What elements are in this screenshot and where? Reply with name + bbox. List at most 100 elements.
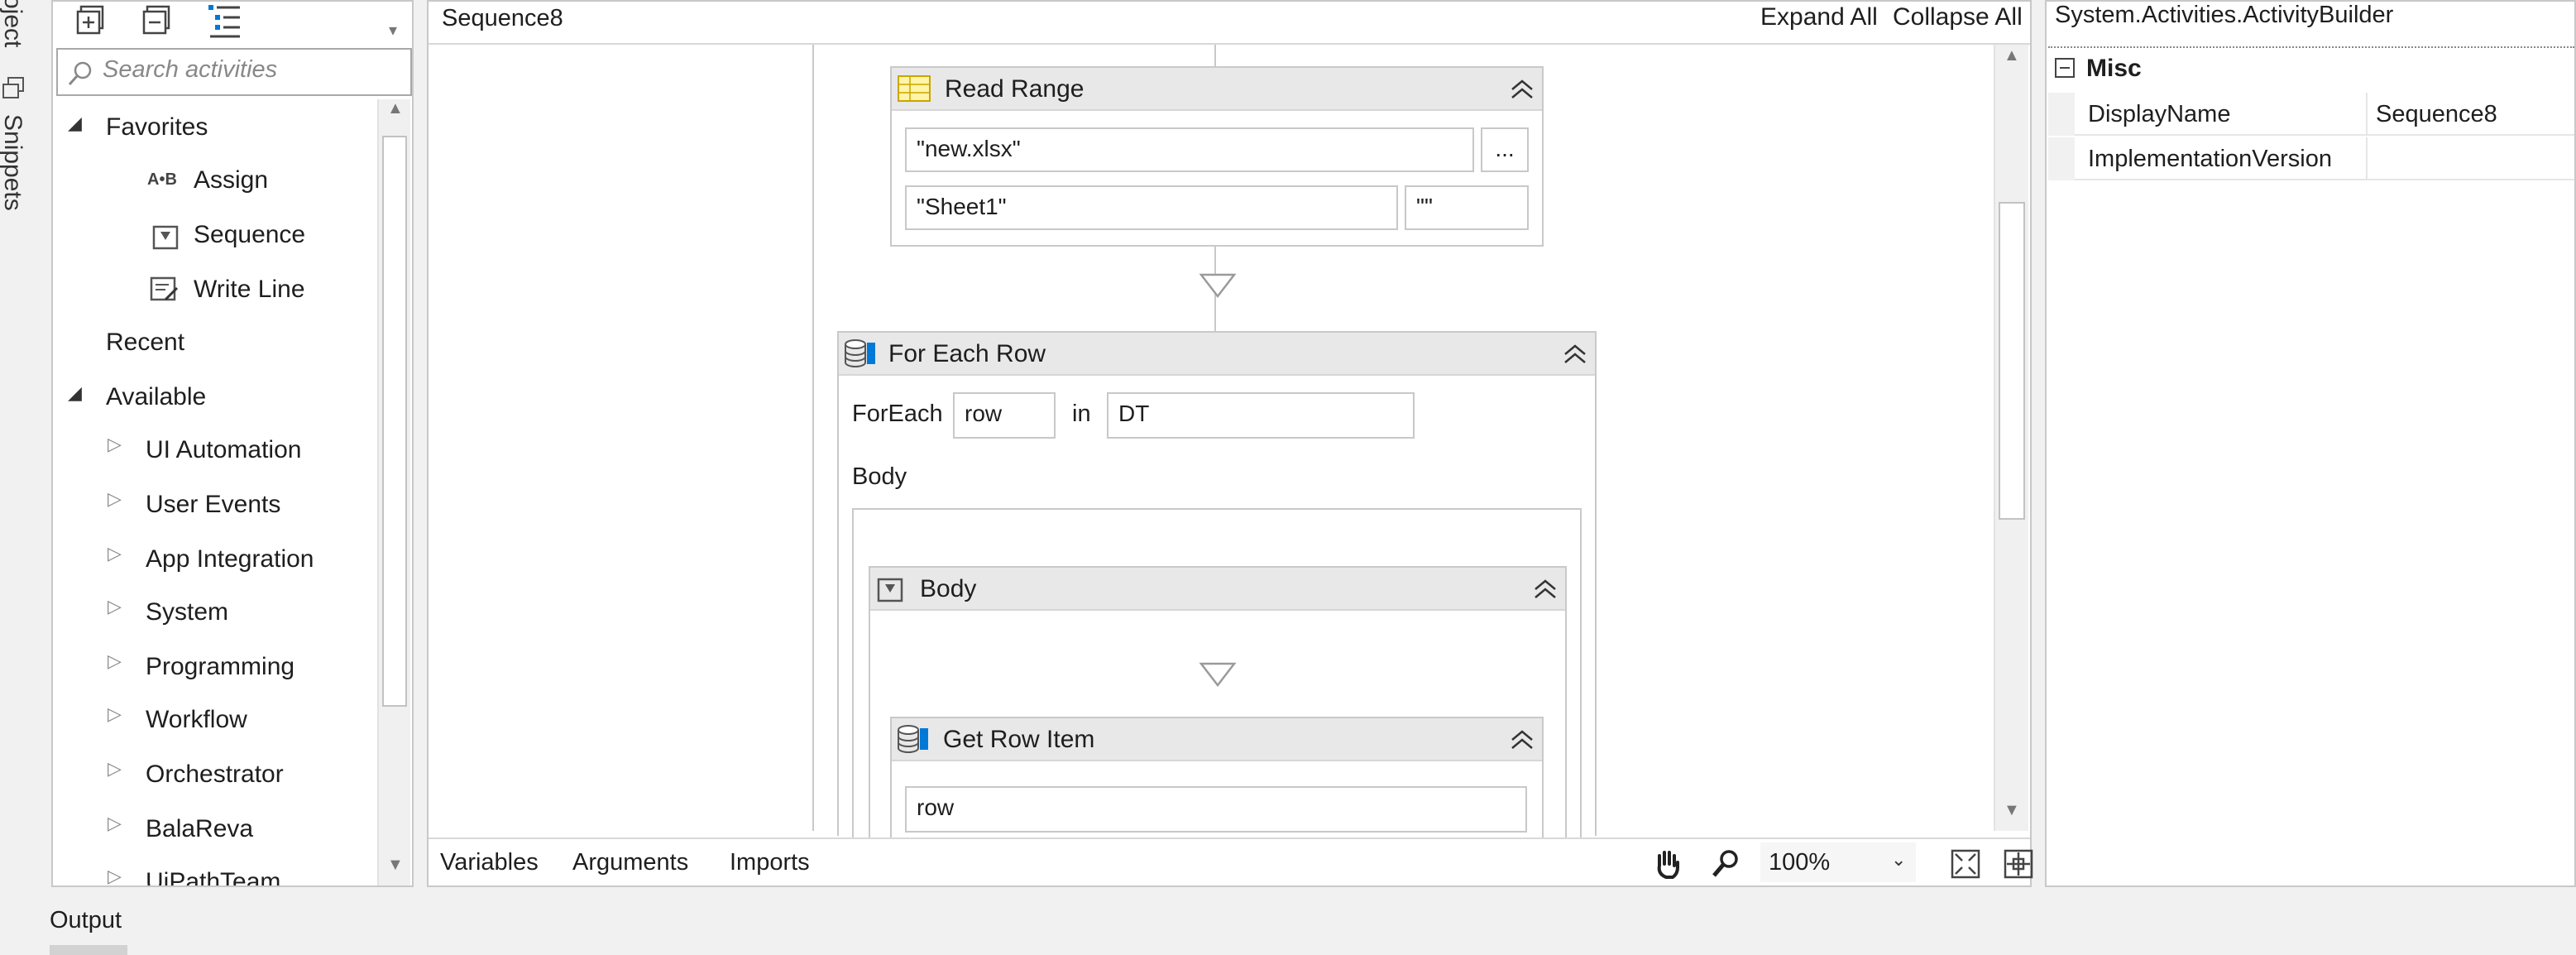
activities-toolbar: ▾	[53, 2, 412, 43]
row-input[interactable]: row	[905, 786, 1527, 833]
sequence-icon	[152, 225, 179, 250]
collapsed-arrow-icon[interactable]: ▷	[108, 596, 122, 617]
property-name: DisplayName	[2088, 101, 2231, 127]
for-each-row-activity[interactable]: For Each Row ForEach row in DT Body	[837, 331, 1597, 849]
collapsed-arrow-icon[interactable]: ▷	[108, 543, 122, 564]
body-label: Body	[852, 463, 907, 490]
foreach-label: ForEach	[852, 401, 943, 427]
imports-tab[interactable]: Imports	[730, 849, 810, 876]
zoom-magnifier-icon[interactable]	[1709, 847, 1742, 881]
item-variable-input[interactable]: row	[953, 392, 1056, 439]
collapsed-arrow-icon[interactable]: ▷	[108, 488, 122, 509]
tree-item-category[interactable]: Workflow	[146, 706, 247, 733]
variables-tab[interactable]: Variables	[440, 849, 539, 876]
tree-item-recent[interactable]: Recent	[106, 329, 185, 356]
project-tab[interactable]: oject	[0, 0, 26, 48]
zoom-value: 100%	[1769, 849, 1831, 876]
category-label: Misc	[2086, 55, 2142, 82]
chevron-down-icon: ⌄	[1891, 849, 1907, 870]
read-range-activity[interactable]: Read Range "new.xlsx" ... "Sheet1" ""	[890, 66, 1544, 247]
properties-grid: Misc DisplayName Sequence8 Implementatio…	[2048, 46, 2574, 180]
scroll-thumb[interactable]	[1999, 202, 2025, 520]
collapsed-arrow-icon[interactable]: ▷	[108, 650, 122, 671]
category-row[interactable]: Misc	[2048, 48, 2574, 91]
search-activities-input[interactable]: Search activities	[56, 48, 412, 96]
overview-icon[interactable]	[2002, 847, 2035, 881]
collapse-all-icon[interactable]	[137, 2, 179, 41]
database-loop-icon	[845, 339, 875, 367]
browse-button[interactable]: ...	[1481, 127, 1529, 172]
collapse-all-button[interactable]: Collapse All	[1893, 3, 2023, 31]
snippets-icon	[2, 77, 24, 98]
body-sequence-activity[interactable]: Body	[869, 566, 1567, 849]
property-row[interactable]: DisplayName Sequence8	[2048, 93, 2574, 136]
collapse-icon[interactable]	[1532, 576, 1559, 602]
scroll-up-icon[interactable]: ▲	[2004, 46, 2020, 65]
workbook-path-input[interactable]: "new.xlsx"	[905, 127, 1474, 172]
expanded-arrow-icon[interactable]: ◢	[68, 113, 82, 133]
activity-title: Body	[920, 575, 977, 602]
drop-arrow-icon[interactable]	[1198, 660, 1238, 689]
sheet-name-input[interactable]: "Sheet1"	[905, 185, 1398, 230]
collapsed-arrow-icon[interactable]: ▷	[108, 758, 122, 779]
scroll-down-icon[interactable]: ▼	[2004, 801, 2020, 819]
get-row-item-activity[interactable]: Get Row Item row	[890, 717, 1544, 849]
property-value[interactable]: Sequence8	[2376, 101, 2497, 127]
in-label: in	[1072, 401, 1091, 427]
tree-item-category[interactable]: UI Automation	[146, 436, 302, 463]
scroll-up-icon[interactable]: ▲	[387, 99, 404, 118]
database-icon	[898, 725, 928, 753]
property-row[interactable]: ImplementationVersion	[2048, 137, 2574, 180]
collapsed-arrow-icon[interactable]: ▷	[108, 813, 122, 833]
tree-item-available[interactable]: Available	[106, 383, 207, 410]
tree-item-category[interactable]: UiPathTeam	[146, 868, 281, 885]
collapse-icon[interactable]	[1509, 727, 1535, 753]
activities-scrollbar[interactable]: ▲ ▼	[377, 99, 410, 885]
tree-item-sequence[interactable]: Sequence	[194, 221, 306, 248]
expand-all-icon[interactable]	[71, 2, 113, 41]
collapse-category-icon[interactable]	[2055, 58, 2075, 78]
tree-item-category[interactable]: App Integration	[146, 545, 314, 573]
breadcrumb[interactable]: Sequence8	[442, 5, 563, 31]
activity-title: Get Row Item	[943, 726, 1095, 753]
fit-to-screen-icon[interactable]	[1949, 847, 1982, 881]
collapsed-arrow-icon[interactable]: ▷	[108, 703, 122, 724]
designer-panel: Sequence8 Expand All Collapse All Read R…	[427, 0, 2035, 887]
workflow-canvas[interactable]: Read Range "new.xlsx" ... "Sheet1" ""	[429, 45, 1990, 849]
output-tab[interactable]: Output	[50, 907, 122, 933]
collapse-icon[interactable]	[1509, 76, 1535, 103]
tree-item-category[interactable]: Orchestrator	[146, 761, 284, 788]
tree-item-category[interactable]: Programming	[146, 653, 295, 680]
expanded-arrow-icon[interactable]: ◢	[68, 382, 82, 403]
tree-item-category[interactable]: BalaReva	[146, 815, 254, 842]
designer-scrollbar[interactable]: ▲ ▼	[1994, 45, 2028, 831]
scroll-thumb[interactable]	[382, 136, 407, 707]
excel-read-icon	[898, 75, 931, 102]
collapsed-arrow-icon[interactable]: ▷	[108, 434, 122, 454]
tree-item-favorites[interactable]: Favorites	[106, 113, 208, 141]
scroll-down-icon[interactable]: ▼	[387, 856, 404, 874]
tree-item-write-line[interactable]: Write Line	[194, 276, 305, 303]
activity-header: Get Row Item	[892, 718, 1542, 761]
panel-menu-arrow-icon[interactable]: ▾	[389, 22, 398, 40]
search-placeholder: Search activities	[103, 56, 278, 83]
collection-input[interactable]: DT	[1107, 392, 1415, 439]
activity-header: Body	[870, 568, 1565, 611]
collapse-icon[interactable]	[1562, 341, 1588, 367]
designer-header: Sequence8 Expand All Collapse All	[429, 2, 2030, 45]
list-view-icon[interactable]	[203, 2, 245, 41]
expand-all-button[interactable]: Expand All	[1760, 3, 1878, 31]
activity-title: For Each Row	[888, 340, 1046, 367]
arguments-tab[interactable]: Arguments	[572, 849, 689, 876]
drop-arrow-icon[interactable]	[1198, 271, 1238, 300]
tree-item-category[interactable]: User Events	[146, 491, 281, 518]
tree-item-category[interactable]: System	[146, 598, 229, 626]
snippets-tab[interactable]: Snippets	[0, 114, 26, 211]
pan-hand-icon[interactable]	[1651, 847, 1684, 881]
body-container[interactable]: Body	[852, 508, 1582, 849]
zoom-select[interactable]: 100% ⌄	[1760, 842, 1916, 882]
range-input[interactable]: ""	[1405, 185, 1529, 230]
left-tab-strip: oject Snippets	[0, 0, 46, 887]
tree-item-assign[interactable]: Assign	[194, 166, 269, 194]
collapsed-arrow-icon[interactable]: ▷	[108, 866, 122, 885]
